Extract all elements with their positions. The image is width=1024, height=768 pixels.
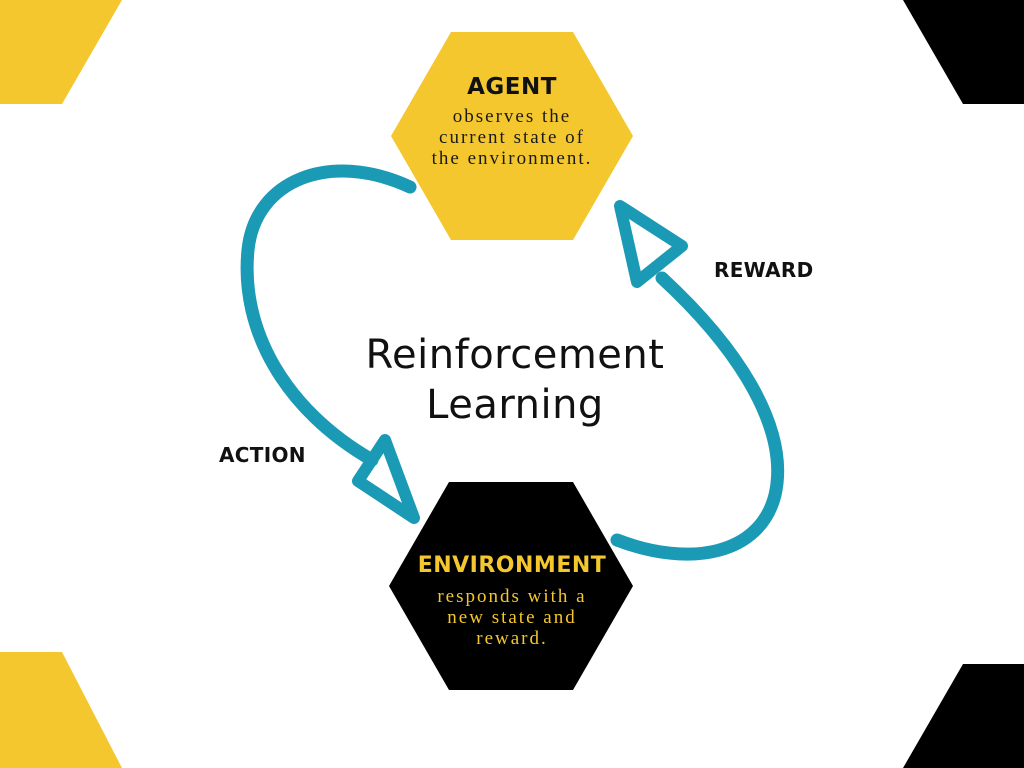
reward-label: REWARD: [714, 258, 814, 282]
agent-description-line: the environment.: [431, 148, 593, 169]
environment-description-line: new state and: [447, 607, 577, 628]
action-arrow-curve: [240, 164, 417, 467]
action-label: ACTION: [219, 443, 306, 467]
reward-arrowhead: [614, 200, 688, 288]
environment-description-line: responds with a: [437, 586, 587, 607]
agent-node: AGENT observes the current state of the …: [405, 74, 619, 169]
action-arrowhead: [352, 434, 420, 524]
diagram-title-line: Learning: [426, 382, 604, 428]
diagram-title-line: Reinforcement: [365, 332, 665, 378]
agent-title: AGENT: [467, 74, 557, 100]
agent-hexagon: [391, 32, 633, 240]
reward-arrow-curve: [610, 271, 785, 561]
agent-description: observes the current state of the enviro…: [405, 106, 619, 169]
agent-description-line: current state of: [439, 127, 585, 148]
environment-node: ENVIRONMENT responds with a new state an…: [397, 553, 627, 649]
environment-description-line: reward.: [476, 628, 548, 649]
environment-title: ENVIRONMENT: [417, 553, 607, 578]
environment-description: responds with a new state and reward.: [397, 586, 627, 649]
environment-hexagon: [389, 482, 633, 690]
diagram-title: Reinforcement Learning: [300, 330, 730, 430]
corner-shape-top-left: [0, 0, 122, 104]
corner-shape-bottom-left: [0, 652, 122, 768]
corner-shape-top-right: [903, 0, 1024, 104]
corner-shape-bottom-right: [903, 664, 1024, 768]
agent-description-line: observes the: [452, 106, 572, 127]
